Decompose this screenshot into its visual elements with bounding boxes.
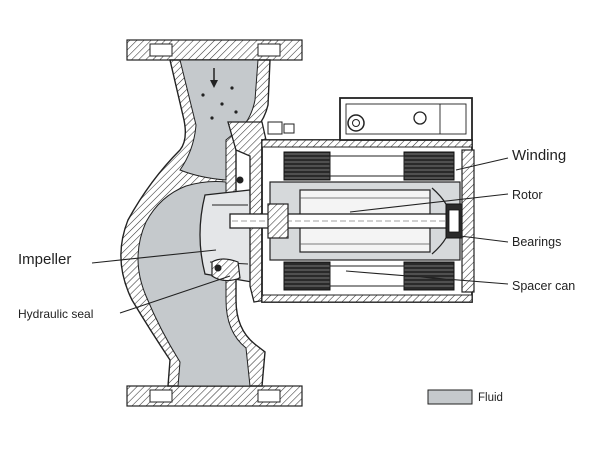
winding-right-upper (403, 151, 455, 181)
bottom-flange-bolt-right (257, 389, 281, 403)
label-bearings: Bearings (512, 235, 561, 249)
terminal-screw-left-core (352, 119, 360, 127)
motor-flange-plate (227, 121, 267, 303)
winding-left-upper (283, 151, 331, 181)
flange-screw (283, 123, 295, 134)
motor-casing-top-wall (261, 139, 473, 148)
rear-bearing-inner (448, 209, 460, 233)
stator-core-upper (329, 155, 405, 177)
impeller-part (199, 176, 253, 283)
legend: Fluid (427, 389, 503, 405)
label-winding: Winding (512, 147, 566, 164)
label-hydraulic-seal: Hydraulic seal (18, 307, 93, 321)
winding-left-lower (283, 261, 331, 291)
bearings-leader (459, 235, 509, 243)
label-spacer-can: Spacer can (512, 279, 575, 293)
winding-leader (455, 157, 509, 171)
hydraulic-seal-ring (211, 258, 241, 282)
stator-core-lower (329, 265, 405, 287)
top-flange-bolt-right (257, 43, 281, 57)
flow-speck (234, 110, 238, 114)
rotor-leader (349, 193, 509, 213)
flow-arrow-head (210, 80, 218, 88)
fluid-inlet-channel (179, 59, 259, 181)
legend-fluid-label: Fluid (478, 392, 503, 404)
bottom-flange-bolt-left (149, 389, 173, 403)
spacer-can-leader (345, 270, 509, 285)
seal-o-ring-upper (236, 176, 244, 184)
motor-casing-bottom-wall (261, 294, 473, 303)
flow-speck (201, 93, 205, 97)
seal-o-ring (214, 264, 222, 272)
flange-screw (267, 121, 283, 135)
flow-speck (220, 102, 224, 106)
motor-assembly (227, 97, 475, 303)
terminal-box-inner (345, 103, 467, 135)
legend-fluid-swatch (427, 389, 473, 405)
leader-lines (91, 157, 509, 314)
front-bearing (267, 203, 289, 239)
hydraulic-seal-leader (119, 275, 231, 314)
flow-speck (230, 86, 234, 90)
impeller-leader (91, 249, 217, 264)
label-rotor: Rotor (512, 188, 543, 202)
top-flange-bolt-left (149, 43, 173, 57)
rear-end-cover (461, 149, 475, 293)
terminal-screw-right (413, 111, 427, 125)
flow-speck (210, 116, 214, 120)
label-impeller: Impeller (18, 251, 71, 268)
